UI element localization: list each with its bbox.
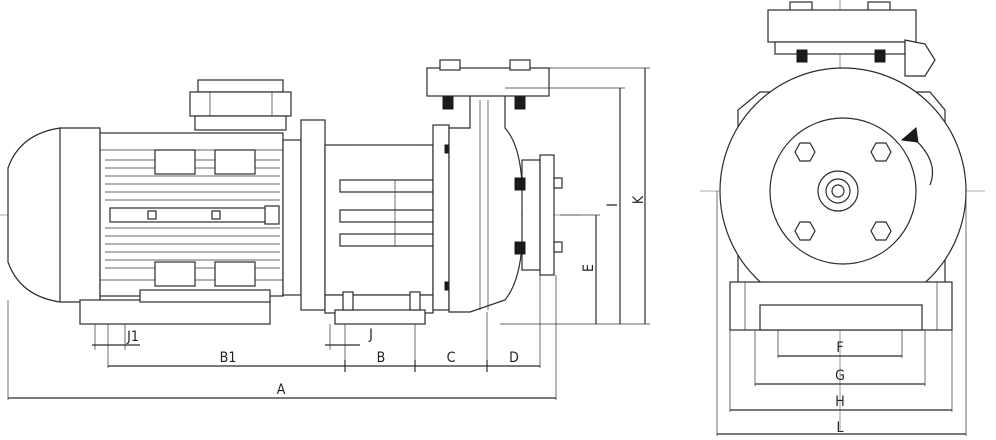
discharge-flange-front xyxy=(767,1,936,77)
terminal-box xyxy=(189,79,292,131)
vent-plug xyxy=(904,39,936,77)
dimension-label-h: H xyxy=(835,394,844,410)
dimension-label-c: C xyxy=(447,350,456,366)
nameplate-rail xyxy=(109,207,271,223)
dimension-label-e: E xyxy=(581,264,597,272)
side-view: A B1 B C D J1 J K I E xyxy=(0,59,650,400)
dimension-label-i: I xyxy=(605,203,621,207)
dimension-label-j: J xyxy=(368,327,373,343)
pump-casing xyxy=(432,94,523,313)
dimension-label-l: L xyxy=(836,420,843,436)
discharge-flange-side xyxy=(426,59,550,110)
dimension-label-j1: J1 xyxy=(126,329,139,345)
bracket-foot xyxy=(334,309,426,325)
dimension-label-b: B xyxy=(377,350,386,366)
dimension-label-f: F xyxy=(836,340,843,356)
dimension-label-k: K xyxy=(631,195,647,204)
dimension-label-b1: B1 xyxy=(220,350,237,366)
motor-base xyxy=(79,299,271,325)
motor-fan-cover xyxy=(7,127,101,303)
dimension-lines xyxy=(8,68,646,399)
motor-flange xyxy=(300,119,326,311)
dimension-label-a: A xyxy=(277,382,286,398)
front-extension-lines xyxy=(716,191,967,436)
dimension-label-g: G xyxy=(835,368,845,384)
front-view: F G H L xyxy=(700,0,985,436)
casing-bolts xyxy=(794,142,892,241)
dimension-label-d: D xyxy=(509,350,519,366)
suction-flange-side xyxy=(514,154,563,276)
front-dimension-lines xyxy=(717,355,966,435)
